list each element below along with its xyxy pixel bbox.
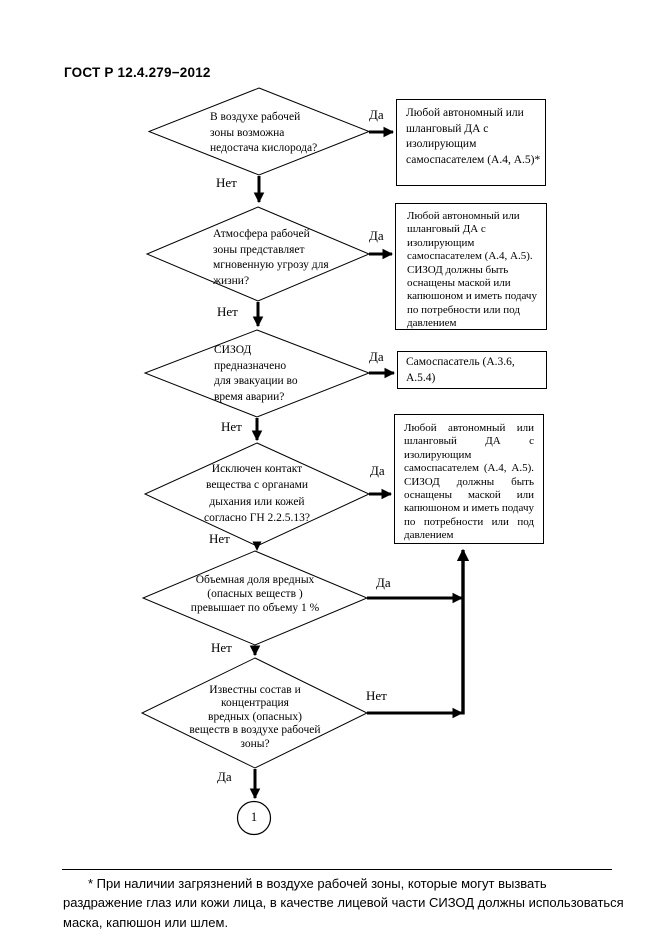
decision-diamond-5 — [141, 550, 369, 646]
decision-5-text: Объемная доля вредных(опасных веществ )п… — [190, 574, 320, 614]
decision-diamond-1 — [147, 87, 371, 176]
label-yes-6: Да — [217, 769, 232, 784]
label-no-6: Нет — [366, 688, 387, 703]
label-no-1: Нет — [216, 175, 237, 190]
connector-circle-label: 1 — [250, 810, 258, 824]
label-yes-3: Да — [369, 349, 384, 364]
decision-diamond-3 — [143, 329, 371, 418]
outcome-box-3: Самоспасатель (А.3.6,А.5.4) — [397, 351, 547, 389]
footnote-separator — [62, 869, 612, 870]
decision-diamond-2 — [145, 206, 371, 302]
page-title: ГОСТ Р 12.4.279−2012 — [64, 65, 211, 80]
label-no-2: Нет — [217, 304, 238, 319]
label-yes-4: Да — [370, 463, 385, 478]
connector-circle — [236, 800, 272, 836]
label-no-5: Нет — [211, 640, 232, 655]
label-yes-2: Да — [369, 228, 384, 243]
arrow-no-4 — [252, 541, 262, 551]
footnote-text: * При наличии загрязнений в воздухе рабо… — [63, 876, 624, 930]
label-yes-1: Да — [369, 107, 384, 122]
label-yes-5: Да — [376, 575, 391, 590]
decision-diamond-6 — [140, 657, 369, 769]
label-no-3: Нет — [221, 419, 242, 434]
label-no-4: Нет — [209, 531, 230, 546]
